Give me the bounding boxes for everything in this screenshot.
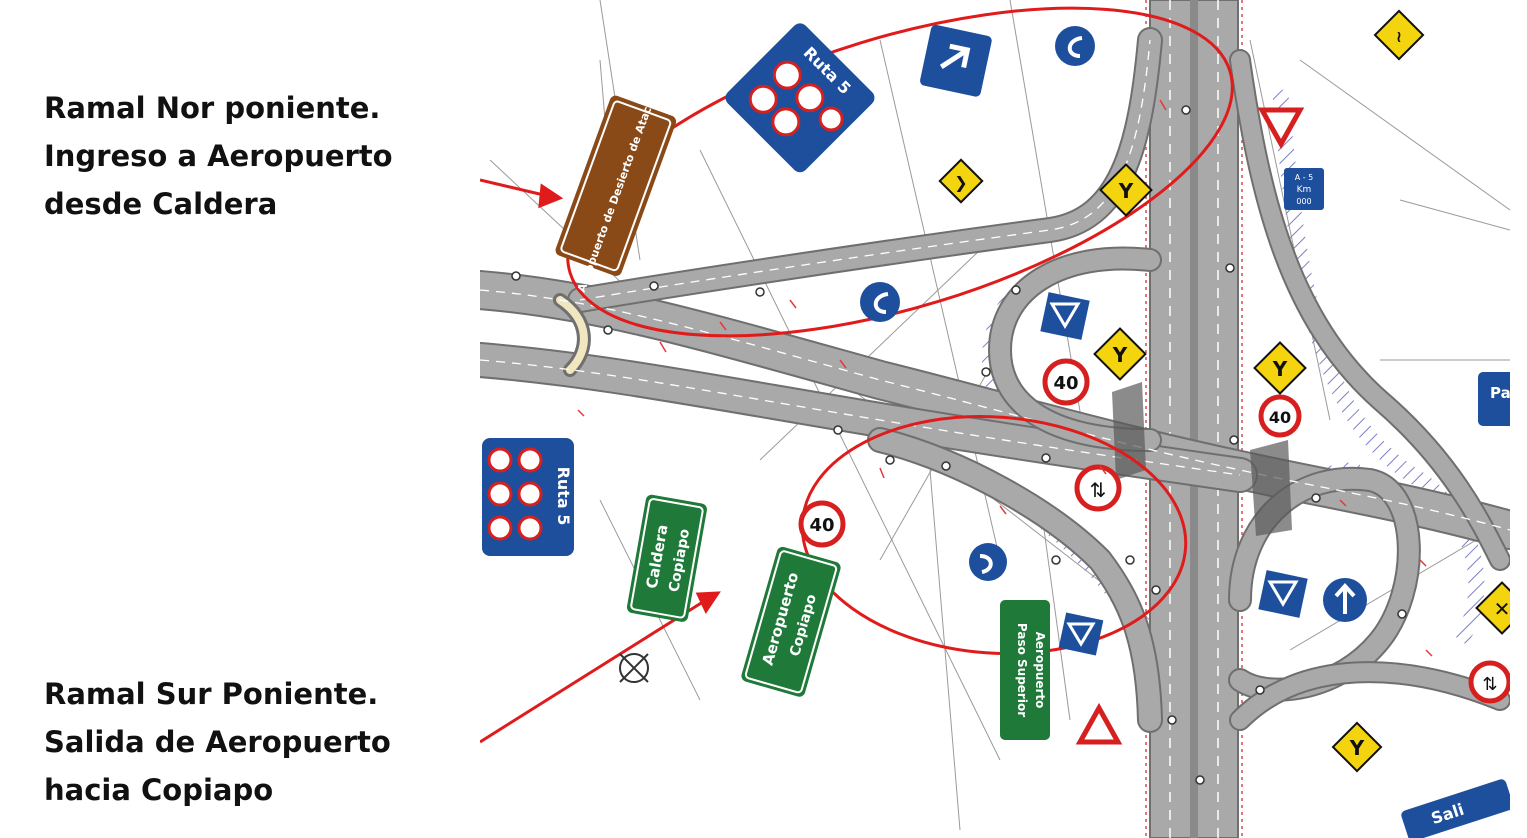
speed-limit-2-text: 40 <box>809 515 834 536</box>
merge-icon-1: Y <box>1118 179 1134 203</box>
km-box-line2: Km <box>1297 185 1312 195</box>
salida-sign: Sali <box>1401 779 1510 838</box>
survey-points <box>511 105 1407 785</box>
yellow-sign-glyphs: Y Y Y Y ≀ ❯ ✕ <box>954 27 1510 760</box>
speed-limit-sign-2: 40 <box>798 500 846 548</box>
interchange-plan: Aeropuerto de Desierto de Atacama ✈ Ruta… <box>480 0 1510 838</box>
cross-icon: ✕ <box>1494 597 1510 621</box>
ruta5-sign-left: Ruta 5 <box>482 438 574 556</box>
ellipse-north-ramp <box>566 6 1234 338</box>
plane-icon: ✈ <box>676 85 698 115</box>
curve-icon: ≀ <box>1396 27 1402 46</box>
lane-markings <box>480 39 1510 531</box>
ruta5-highway <box>1145 0 1243 838</box>
chevron-icon: ❯ <box>954 173 967 192</box>
callout-north-line2: Ingreso a Aeropuerto <box>44 139 393 173</box>
right-edge-sign-text: Pa A <box>1490 384 1510 402</box>
aeropuerto-sign: Aeropuerto Copiapo <box>741 546 841 697</box>
callout-south-line1: Ramal Sur Poniente. <box>44 677 379 711</box>
right-edge-sign: Pa A <box>1478 372 1510 426</box>
paso-sign-line2: Aeropuerto <box>1033 632 1047 709</box>
km-marker-sign: A - 5 Km 000 <box>1284 168 1324 210</box>
callout-south: Ramal Sur Poniente. Salida de Aeropuerto… <box>44 670 391 814</box>
edge-ticks <box>577 99 1433 657</box>
blue-circle-signs <box>860 26 1367 622</box>
merge-icon-4: Y <box>1349 736 1365 760</box>
blue-square-glyphs <box>1049 302 1299 647</box>
bridge-structures <box>1112 382 1292 536</box>
caldera-sign: Caldera Copiapo <box>626 494 707 622</box>
speed-limit-sign-3: 40 <box>1258 394 1302 438</box>
compass-symbol <box>619 653 649 683</box>
km-box-line1: A - 5 <box>1295 173 1314 182</box>
merge-icon-2: Y <box>1112 343 1128 367</box>
speed-limit-3-text: 40 <box>1269 408 1291 427</box>
callout-north-line3: desde Caldera <box>44 187 278 221</box>
speed-limit-1-text: 40 <box>1053 373 1078 394</box>
two-way-icon-1: ⇅ <box>1090 478 1107 502</box>
ruta5-sign-left-text: Ruta 5 <box>554 467 573 526</box>
callout-south-line3: hacia Copiapo <box>44 773 274 807</box>
callout-arrows <box>480 178 721 744</box>
callout-north: Ramal Nor poniente. Ingreso a Aeropuerto… <box>44 84 393 228</box>
blue-circle-arrows <box>873 36 1356 614</box>
speed-limit-sign-1: 40 <box>1042 358 1090 406</box>
two-way-icon-2: ⇅ <box>1482 674 1497 695</box>
yield-signs <box>1075 107 1305 745</box>
callout-north-line1: Ramal Nor poniente. <box>44 91 381 125</box>
blue-direction-sign-top <box>920 24 992 97</box>
ruta5-sign-top: Ruta 5 <box>725 23 875 173</box>
two-way-sign-1: ⇅ <box>1074 464 1122 512</box>
paso-sign-line1: Paso Superior <box>1015 623 1029 717</box>
km-box-line3: 000 <box>1296 197 1311 206</box>
brown-airport-sign: Aeropuerto de Desierto de Atacama <box>555 80 677 294</box>
yellow-warning-signs <box>938 9 1510 773</box>
two-way-sign-2: ⇅ <box>1468 660 1510 704</box>
callout-south-line2: Salida de Aeropuerto <box>44 725 391 759</box>
paso-superior-sign: Paso Superior Aeropuerto <box>1000 600 1050 740</box>
merge-icon-3: Y <box>1272 357 1288 381</box>
